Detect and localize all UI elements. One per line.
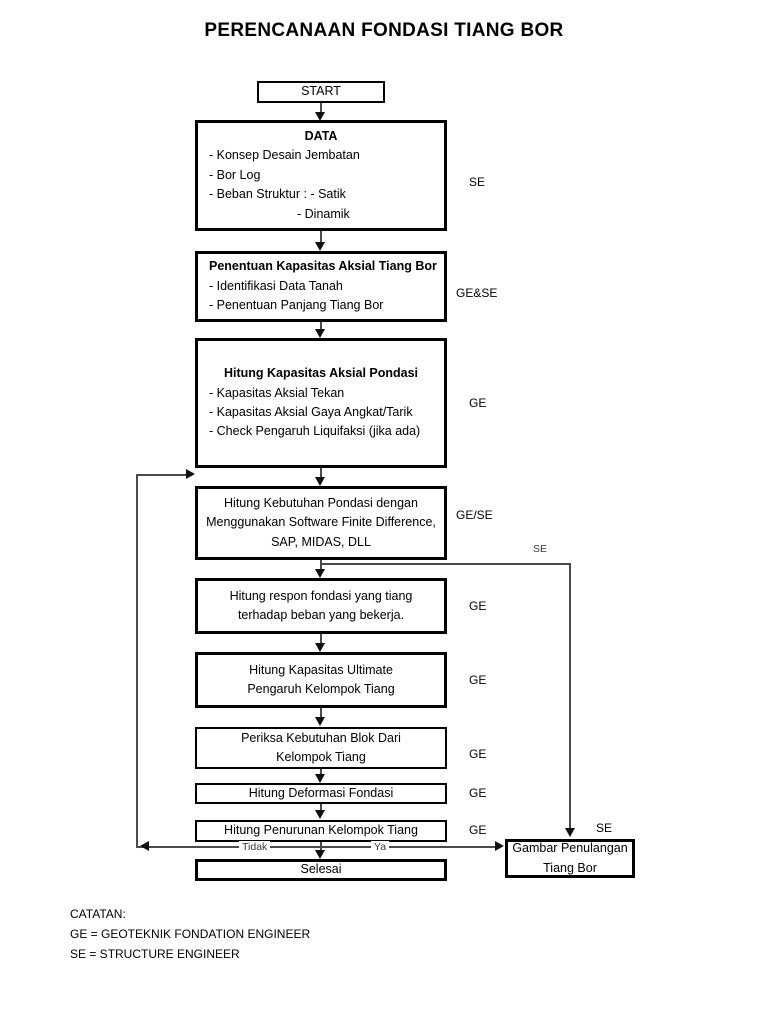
node-gambar-penulangan-line-2: Tiang Bor — [543, 860, 597, 875]
node-start[interactable]: START — [257, 81, 385, 103]
edge-se-branch-vertical — [569, 563, 571, 829]
edge-ultimate-to-periksa-arrowhead — [315, 717, 325, 726]
node-data-line-3: - Beban Struktur : - Satik — [209, 187, 346, 202]
role-label-kebutuhan-gese: GE/SE — [456, 508, 493, 522]
edge-feedback-horizontal — [136, 474, 192, 476]
node-penentuan-kapasitas-line-1: - Identifikasi Data Tanah — [209, 278, 343, 293]
notes-heading: CATATAN: — [70, 907, 126, 921]
node-hitung-penurunan[interactable]: Hitung Penurunan Kelompok Tiang — [195, 820, 447, 842]
node-hitung-deformasi[interactable]: Hitung Deformasi Fondasi — [195, 783, 447, 804]
notes-line-se: SE = STRUCTURE ENGINEER — [70, 946, 240, 961]
edge-kapasitas-to-kebutuhan — [320, 468, 322, 480]
edge-periksa-to-deformasi — [320, 769, 322, 777]
edge-periksa-to-deformasi-arrowhead — [315, 774, 325, 783]
role-label-penentuan-gese: GE&SE — [456, 286, 498, 300]
edge-start-to-data — [320, 103, 322, 115]
edge-kebutuhan-to-respon-arrowhead — [315, 569, 325, 578]
node-hitung-kebutuhan-line-1: Hitung Kebutuhan Pondasi dengan — [224, 495, 418, 510]
node-hitung-respon[interactable]: Hitung respon fondasi yang tiang terhada… — [195, 578, 447, 634]
edge-penurunan-to-selesai-arrowhead — [315, 850, 325, 859]
node-data-heading: DATA — [304, 129, 338, 144]
node-gambar-penulangan[interactable]: Gambar Penulangan Tiang Bor — [505, 839, 635, 878]
edge-deformasi-to-penurunan — [320, 804, 322, 812]
edge-data-to-penentuan-arrowhead — [315, 242, 325, 251]
notes-line-ge: GE = GEOTEKNIK FONDATION ENGINEER — [70, 926, 311, 941]
role-label-data-se: SE — [469, 175, 486, 189]
node-data-line-4: - Dinamik — [297, 206, 350, 221]
role-label-periksa-ge: GE — [469, 747, 487, 761]
edge-penentuan-to-kapasitas-arrowhead — [315, 329, 325, 338]
node-periksa-blok-line-1: Periksa Kebutuhan Blok Dari — [241, 730, 401, 745]
role-label-ultimate-ge: GE — [469, 673, 487, 687]
node-gambar-penulangan-line-1: Gambar Penulangan — [512, 841, 628, 856]
node-hitung-kapasitas-aksial[interactable]: Hitung Kapasitas Aksial Pondasi - Kapasi… — [195, 338, 447, 468]
node-hitung-penurunan-label: Hitung Penurunan Kelompok Tiang — [224, 823, 418, 838]
node-hitung-kapasitas-aksial-heading: Hitung Kapasitas Aksial Pondasi — [223, 366, 419, 381]
node-hitung-respon-line-2: terhadap beban yang bekerja. — [237, 608, 405, 622]
edge-penentuan-to-kapasitas — [320, 322, 322, 332]
edge-start-to-data-arrowhead — [315, 112, 325, 121]
node-selesai-label: Selesai — [300, 862, 342, 877]
node-hitung-ultimate-line-1: Hitung Kapasitas Ultimate — [249, 662, 393, 677]
edge-feedback-vertical — [136, 474, 138, 847]
role-label-deformasi-ge: GE — [469, 786, 487, 800]
edge-label-ya: Ya — [371, 841, 390, 853]
edge-feedback-arrowhead — [186, 469, 195, 479]
edge-respon-to-ultimate-arrowhead — [315, 643, 325, 652]
node-hitung-kapasitas-aksial-line-2: - Kapasitas Aksial Gaya Angkat/Tarik — [209, 405, 413, 419]
node-data[interactable]: DATA - Konsep Desain Jembatan - Bor Log … — [195, 120, 447, 231]
node-data-line-1: - Konsep Desain Jembatan — [209, 148, 360, 163]
edge-label-se-branch: SE — [530, 543, 551, 555]
node-start-label: START — [301, 84, 341, 99]
node-hitung-kebutuhan[interactable]: Hitung Kebutuhan Pondasi dengan Mengguna… — [195, 486, 447, 560]
edge-decision-horizontal — [136, 846, 498, 848]
edge-kapasitas-to-kebutuhan-arrowhead — [315, 477, 325, 486]
node-hitung-kapasitas-aksial-line-3: - Check Pengaruh Liquifaksi (jika ada) — [209, 424, 421, 439]
node-periksa-blok-line-2: Kelompok Tiang — [276, 750, 366, 764]
node-selesai[interactable]: Selesai — [195, 859, 447, 881]
role-label-respon-ge: GE — [469, 599, 487, 613]
node-data-line-2: - Bor Log — [209, 167, 261, 182]
edge-se-branch-arrowhead — [565, 828, 575, 837]
edge-respon-to-ultimate — [320, 634, 322, 646]
role-label-gambar-se: SE — [596, 821, 613, 835]
node-hitung-kapasitas-aksial-line-1: - Kapasitas Aksial Tekan — [209, 385, 345, 400]
edge-ya-arrowhead — [495, 841, 504, 851]
node-penentuan-kapasitas[interactable]: Penentuan Kapasitas Aksial Tiang Bor - I… — [195, 251, 447, 322]
role-label-kapasitas-ge: GE — [469, 396, 487, 410]
edge-kebutuhan-to-respon — [320, 560, 322, 574]
edge-se-branch-horizontal — [320, 563, 570, 565]
edge-ultimate-to-periksa — [320, 708, 322, 719]
node-penentuan-kapasitas-heading: Penentuan Kapasitas Aksial Tiang Bor — [209, 259, 437, 274]
node-hitung-deformasi-label: Hitung Deformasi Fondasi — [248, 785, 394, 800]
node-hitung-ultimate[interactable]: Hitung Kapasitas Ultimate Pengaruh Kelom… — [195, 652, 447, 708]
node-hitung-kebutuhan-line-2: Menggunakan Software Finite Difference, — [206, 515, 436, 530]
node-hitung-ultimate-line-2: Pengaruh Kelompok Tiang — [247, 682, 395, 696]
node-hitung-respon-line-1: Hitung respon fondasi yang tiang — [229, 588, 413, 603]
node-periksa-blok[interactable]: Periksa Kebutuhan Blok Dari Kelompok Tia… — [195, 727, 447, 769]
edge-deformasi-to-penurunan-arrowhead — [315, 810, 325, 819]
page-title: PERENCANAAN FONDASI TIANG BOR — [204, 20, 564, 41]
edge-label-tidak: Tidak — [239, 841, 271, 853]
node-hitung-kebutuhan-line-3: SAP, MIDAS, DLL — [271, 534, 371, 549]
role-label-penurunan-ge: GE — [469, 823, 487, 837]
edge-data-to-penentuan — [320, 231, 322, 243]
node-penentuan-kapasitas-line-2: - Penentuan Panjang Tiang Bor — [209, 298, 384, 313]
edge-tidak-arrowhead — [140, 841, 149, 851]
notes-block: CATATAN: GE = GEOTEKNIK FONDATION ENGINE… — [70, 905, 310, 964]
